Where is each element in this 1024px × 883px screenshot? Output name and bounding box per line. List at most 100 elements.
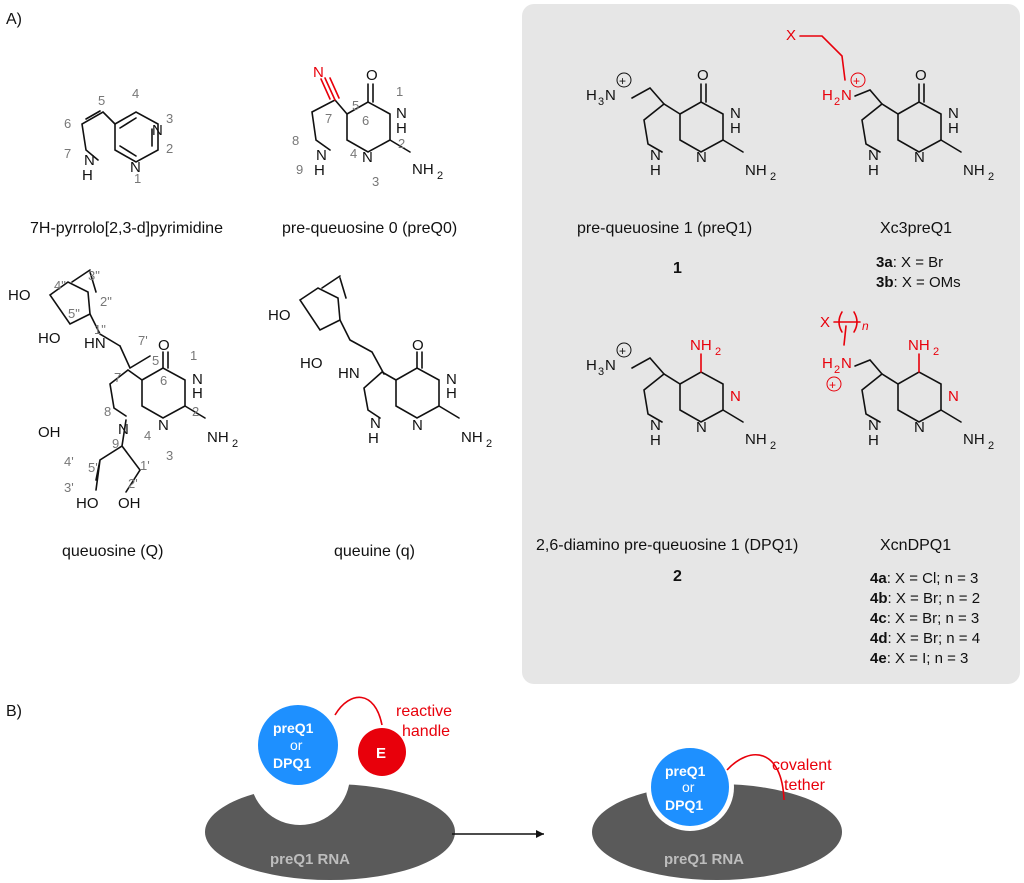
svg-text:NH: NH (908, 337, 930, 354)
pyrrolopyrimidine-structure: 5 4 3 2 1 6 7 N N N H (64, 86, 173, 186)
svg-text:3a: X = Br: 3a: X = Br (876, 254, 943, 271)
svg-text:1: 1 (134, 171, 141, 186)
panel-b-label: B) (6, 703, 22, 720)
svg-text:O: O (366, 67, 378, 84)
svg-text:4: 4 (350, 146, 357, 161)
svg-text:1': 1' (140, 458, 150, 473)
svg-text:N: N (412, 417, 423, 434)
svg-text:N: N (446, 371, 457, 388)
svg-text:N: N (130, 159, 141, 176)
queuosine-structure: HO HO HN O N H NH 2 N N OH HO OH 3" 2" 4… (8, 268, 238, 512)
svg-text:N: N (914, 149, 925, 166)
svg-text:3: 3 (598, 96, 604, 108)
svg-text:NH: NH (690, 337, 712, 354)
svg-text:2: 2 (834, 364, 840, 376)
svg-text:N: N (730, 105, 741, 122)
ligand-right-line1: preQ1 (665, 763, 706, 779)
svg-text:6: 6 (160, 373, 167, 388)
svg-text:N: N (948, 105, 959, 122)
svg-text:9: 9 (296, 162, 303, 177)
svg-text:7': 7' (138, 333, 148, 348)
svg-text:2: 2 (988, 440, 994, 452)
covalent-label-2: tether (784, 777, 826, 794)
svg-text:H: H (586, 357, 597, 374)
rna-left-label: preQ1 RNA (270, 851, 350, 868)
preq1-structure: H 3 N + O N H NH 2 N N H (586, 67, 776, 183)
svg-text:H: H (192, 385, 203, 402)
svg-text:2: 2 (770, 440, 776, 452)
svg-text:O: O (158, 337, 170, 354)
svg-text:9: 9 (112, 436, 119, 451)
svg-text:4c: X = Br; n = 3: 4c: X = Br; n = 3 (870, 610, 979, 627)
svg-text:NH: NH (461, 429, 483, 446)
covalent-label-1: covalent (772, 757, 832, 774)
svg-text:n: n (862, 319, 869, 333)
svg-text:7: 7 (325, 111, 332, 126)
dpq1-structure: H 3 N + NH 2 N NH 2 N N H (586, 337, 776, 452)
svg-text:O: O (412, 337, 424, 354)
svg-text:+: + (619, 344, 626, 358)
svg-text:3: 3 (372, 174, 379, 189)
svg-text:H: H (948, 120, 959, 137)
svg-text:5': 5' (88, 460, 98, 475)
svg-text:8: 8 (292, 133, 299, 148)
svg-text:4": 4" (54, 278, 66, 293)
ligand-bubble-right (651, 748, 729, 826)
svg-text:NH: NH (207, 429, 229, 446)
svg-text:N: N (158, 417, 169, 434)
svg-text:N: N (868, 147, 879, 164)
svg-text:H: H (314, 162, 325, 179)
svg-text:N: N (152, 122, 163, 139)
svg-text:7: 7 (114, 370, 121, 385)
ligand-right-or: or (682, 779, 695, 795)
svg-text:2: 2 (437, 170, 443, 182)
xcndpq1-name: XcnDPQ1 (880, 537, 951, 554)
svg-text:2: 2 (933, 346, 939, 358)
svg-text:4a: X = Cl; n = 3: 4a: X = Cl; n = 3 (870, 570, 978, 587)
svg-text:H: H (396, 120, 407, 137)
svg-text:5: 5 (152, 353, 159, 368)
svg-text:2: 2 (232, 438, 238, 450)
svg-text:H: H (868, 162, 879, 179)
xcndpq1-structure: X n H 2 N + NH 2 N NH 2 N N H (820, 311, 994, 452)
svg-text:2": 2" (100, 294, 112, 309)
svg-text:N: N (730, 388, 741, 405)
svg-text:HN: HN (84, 335, 106, 352)
svg-text:H: H (650, 162, 661, 179)
tether-left (334, 696, 383, 726)
svg-text:X: X (786, 27, 796, 44)
svg-text:OH: OH (118, 495, 141, 512)
svg-text:4': 4' (64, 454, 74, 469)
svg-text:6: 6 (64, 116, 71, 131)
queuine-name: queuine (q) (334, 543, 415, 560)
svg-text:6: 6 (362, 113, 369, 128)
svg-text:3: 3 (166, 448, 173, 463)
svg-text:N: N (316, 147, 327, 164)
svg-text:1: 1 (190, 348, 197, 363)
svg-text:H: H (82, 167, 93, 184)
xc3preq1-name: Xc3preQ1 (880, 220, 952, 237)
svg-text:N: N (605, 87, 616, 104)
svg-text:H: H (368, 430, 379, 447)
svg-text:1: 1 (396, 84, 403, 99)
svg-text:HO: HO (76, 495, 99, 512)
svg-text:2: 2 (192, 404, 199, 419)
svg-text:N: N (84, 152, 95, 169)
compounds-4-list: 4a: X = Cl; n = 3 4b: X = Br; n = 2 4c: … (870, 570, 980, 667)
svg-text:+: + (619, 74, 626, 88)
svg-text:+: + (829, 378, 836, 392)
svg-text:X: X (820, 314, 830, 331)
svg-text:HN: HN (338, 365, 360, 382)
svg-text:NH: NH (963, 431, 985, 448)
svg-text:4: 4 (132, 86, 139, 101)
svg-text:N: N (841, 87, 852, 104)
svg-text:NH: NH (745, 431, 767, 448)
dpq1-number: 2 (673, 568, 682, 585)
preq1-number: 1 (673, 260, 682, 277)
svg-text:2: 2 (166, 141, 173, 156)
svg-text:1": 1" (94, 322, 106, 337)
svg-text:N: N (914, 419, 925, 436)
svg-text:NH: NH (745, 162, 767, 179)
svg-text:NH: NH (963, 162, 985, 179)
svg-text:N: N (313, 64, 324, 81)
